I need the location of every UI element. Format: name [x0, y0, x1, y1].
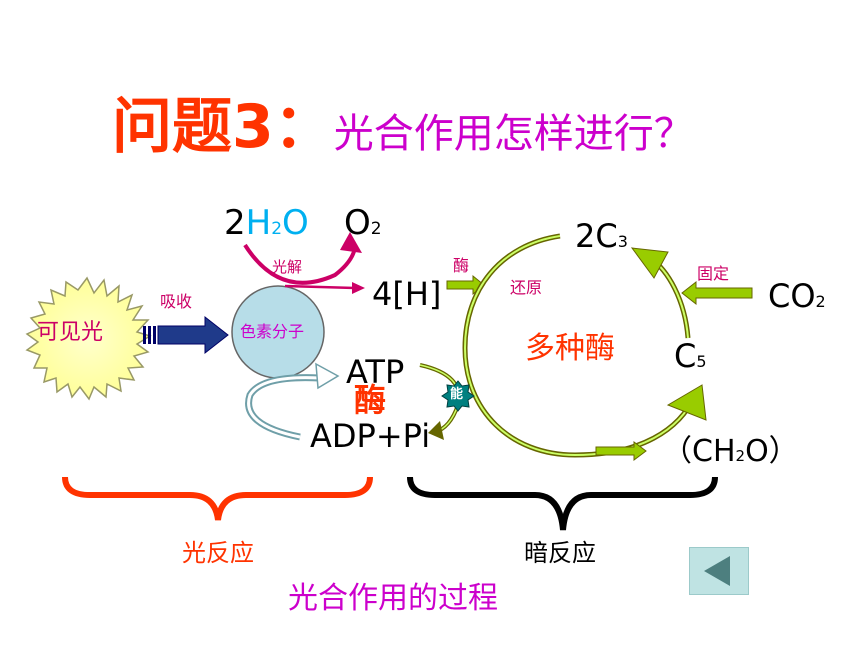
- glucose-arrow-icon: [595, 441, 647, 461]
- photolysis-arrow: [243, 243, 357, 285]
- fixation-arrow-icon: [681, 280, 753, 306]
- enzyme-small-label: 酶: [453, 256, 470, 275]
- light-reaction-label: 光反应: [182, 539, 254, 567]
- fixation-label: 固定: [697, 264, 730, 283]
- dark-reaction-label: 暗反应: [524, 539, 596, 567]
- c3-text: 2C: [575, 217, 618, 255]
- oxygen-label: O2: [344, 206, 382, 240]
- cycle-arrowhead-top-icon: [630, 247, 669, 279]
- c3-label: 2C3: [575, 220, 628, 252]
- star-badge-icon: [441, 380, 475, 412]
- adp-label: ADP+Pi: [310, 417, 431, 455]
- hydrogen-label: 4[H]: [372, 275, 442, 313]
- absorb-arrow-icon: [143, 315, 229, 355]
- water-o: O: [282, 203, 309, 243]
- energy-label: 能: [450, 387, 464, 402]
- caption: 光合作用的过程: [288, 581, 498, 616]
- visible-light-label: 可见光: [37, 320, 104, 345]
- cycle-arrowhead-right-icon: [666, 384, 707, 421]
- page-title: 问题3：光合作用怎样进行？: [112, 78, 694, 165]
- glucose-sub: 2: [735, 447, 746, 465]
- back-button[interactable]: [689, 547, 749, 595]
- co2-text: CO: [768, 277, 816, 315]
- water-h: H: [245, 203, 272, 243]
- dark-reaction-brace: [407, 476, 718, 531]
- c5-text: C: [674, 337, 697, 375]
- absorb-label: 吸收: [160, 292, 193, 311]
- c3-sub: 3: [617, 232, 628, 251]
- light-reaction-brace: [62, 476, 373, 521]
- co2-sub: 2: [815, 292, 826, 311]
- co2-label: CO2: [768, 280, 826, 312]
- c5-label: C5: [674, 340, 707, 372]
- water-label: 2H2O: [224, 206, 309, 240]
- sun-icon: [25, 276, 152, 401]
- photolysis-arrowhead-icon: [340, 232, 362, 253]
- multi-enzyme-label: 多种酶: [525, 331, 615, 366]
- title-question: 光合作用怎样进行？: [333, 111, 694, 157]
- oxygen-sub: 2: [370, 219, 382, 239]
- oxygen-o: O: [344, 203, 371, 243]
- enzyme-big-label: 酶: [354, 381, 387, 419]
- atp-label: ATP: [346, 353, 405, 391]
- water-h-sub: 2: [271, 219, 283, 239]
- glucose-label: （CH2O）: [662, 437, 799, 467]
- glucose-open: （CH: [662, 434, 736, 469]
- title-prefix: 问题3：: [112, 92, 334, 162]
- water-coefficient: 2: [224, 203, 246, 243]
- pigment-label: 色素分子: [240, 322, 305, 341]
- left-triangle-icon: [704, 556, 730, 586]
- reduction-label: 还原: [510, 278, 543, 297]
- glucose-close: O）: [745, 434, 799, 469]
- photolysis-label: 光解: [272, 258, 303, 276]
- c5-sub: 5: [696, 352, 707, 371]
